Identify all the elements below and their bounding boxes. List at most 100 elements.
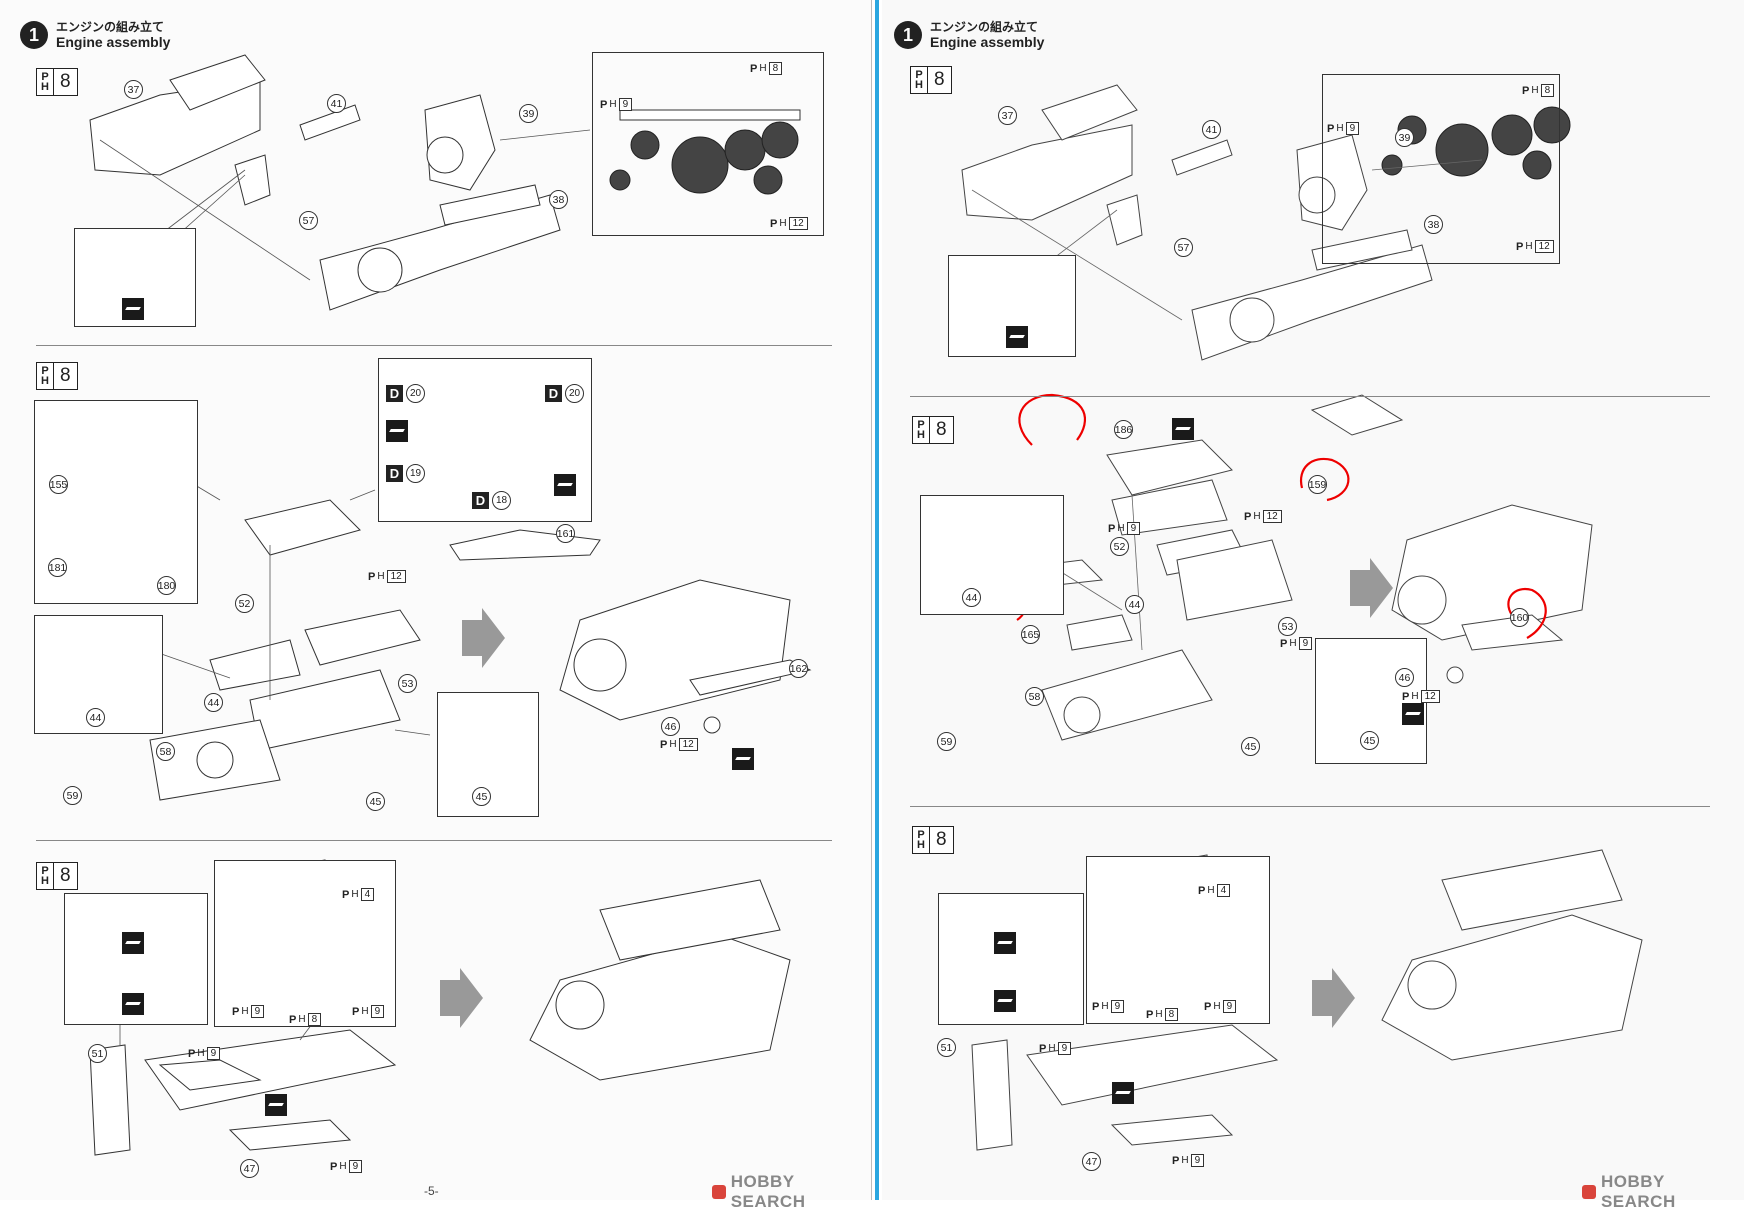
red-revision-mark <box>1018 393 1086 446</box>
belt-detail-box <box>1322 74 1560 264</box>
part-callout: 58 <box>1025 687 1044 706</box>
part-callout: 44 <box>86 708 105 727</box>
part-callout: 41 <box>1202 120 1221 139</box>
glue-icon <box>122 298 144 320</box>
section-divider <box>910 806 1710 807</box>
part-callout: 46 <box>661 717 680 736</box>
part-callout: 186 <box>1114 420 1133 439</box>
part-callout: 161 <box>556 524 575 543</box>
part-callout: 59 <box>937 732 956 751</box>
frame-detail-box <box>1086 856 1270 1024</box>
part-callout: 181 <box>48 558 67 577</box>
part-callout: 47 <box>240 1159 259 1178</box>
glue-icon <box>386 420 408 442</box>
part-callout: 165 <box>1021 625 1040 644</box>
part-callout: 155 <box>49 475 68 494</box>
part-callout: 37 <box>124 80 143 99</box>
glue-icon <box>994 932 1016 954</box>
part-callout: 44 <box>204 693 223 712</box>
glue-icon <box>1112 1082 1134 1104</box>
part-callout: 39 <box>1395 128 1414 147</box>
part-callout: 39 <box>519 104 538 123</box>
glue-icon <box>122 993 144 1015</box>
engine-block-diagram-revised <box>961 84 1643 1151</box>
red-revision-mark <box>1299 457 1350 502</box>
part-callout: 46 <box>1395 668 1414 687</box>
part-callout: 58 <box>156 742 175 761</box>
step-title-jp: エンジンの組み立て <box>930 20 1039 34</box>
part-callout: 41 <box>327 94 346 113</box>
step-header: 1 エンジンの組み立て Engine assembly <box>20 20 170 50</box>
glue-icon <box>265 1094 287 1116</box>
hobbysearch-watermark: HOBBY SEARCH <box>712 1172 871 1212</box>
belt-detail-box <box>592 52 824 236</box>
part-callout: 47 <box>1082 1152 1101 1171</box>
glue-icon <box>122 932 144 954</box>
step-number: 1 <box>20 21 48 49</box>
glue-icon <box>1402 703 1424 725</box>
part-callout: 38 <box>549 190 568 209</box>
step-title-en: Engine assembly <box>930 34 1045 50</box>
sheet-divider <box>872 0 882 1200</box>
part-callout: 180 <box>157 576 176 595</box>
page-number: -5- <box>424 1184 439 1198</box>
part-callout: 59 <box>63 786 82 805</box>
part-callout: 52 <box>235 594 254 613</box>
step-number: 1 <box>894 21 922 49</box>
part-callout: 53 <box>1278 617 1297 636</box>
part-callout: 44 <box>962 588 981 607</box>
intake-detail-box <box>920 495 1064 615</box>
hobbysearch-logo-icon <box>712 1185 726 1199</box>
step-header: 1 エンジンの組み立て Engine assembly <box>894 20 1044 50</box>
part-callout: 45 <box>472 787 491 806</box>
step-title-en: Engine assembly <box>56 34 171 50</box>
part-callout: 53 <box>398 674 417 693</box>
glue-icon <box>732 748 754 770</box>
part-callout: 52 <box>1110 537 1129 556</box>
glue-icon <box>994 990 1016 1012</box>
frame-detail-box <box>214 860 396 1027</box>
part-callout: 51 <box>88 1044 107 1063</box>
part-callout: 37 <box>998 106 1017 125</box>
section-divider <box>36 345 832 346</box>
part-callout: 44 <box>1125 595 1144 614</box>
part-callout: 38 <box>1424 215 1443 234</box>
section-divider <box>36 840 832 841</box>
section-divider <box>910 396 1710 397</box>
part-callout: 162 <box>789 659 808 678</box>
glue-icon <box>554 474 576 496</box>
